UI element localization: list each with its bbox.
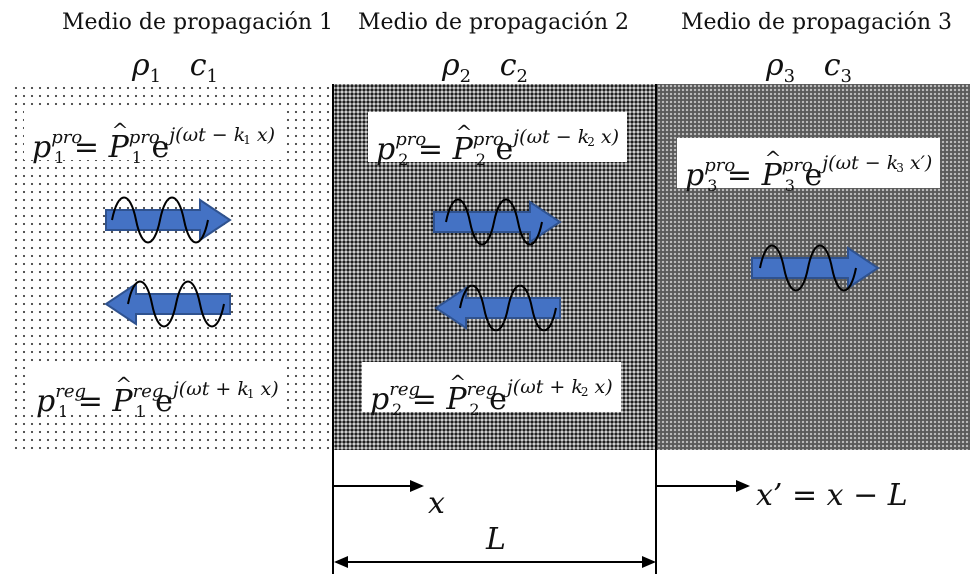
medium-3-title: Medio de propagación 3	[681, 10, 953, 35]
medium-3-progressive-equation: ppro3 = Ppro3 ej(ωt − k3 x′)	[677, 133, 941, 195]
right-wave-arrow-icon	[433, 198, 562, 246]
right-wave-arrow-icon	[751, 244, 880, 292]
medium-1-progressive-equation: ppro1 = Ppro1 ej(ωt − k1 x)	[24, 105, 284, 167]
x-prime-axis-label: x’ = x − L	[756, 478, 908, 513]
x-axis-label: x	[428, 486, 445, 521]
medium-1-params: ρ1 c1	[132, 48, 218, 87]
medium-2-progressive-equation: ppro2 = Ppro2 ej(ωt − k2 x)	[368, 107, 628, 169]
medium-2-params: ρ2 c2	[442, 48, 528, 87]
medium-2-regressive-equation: preg2 = Preg2 ej(ωt + k2 x)	[362, 357, 621, 419]
right-wave-arrow-icon	[105, 196, 232, 244]
medium-2-title: Medio de propagación 2	[358, 10, 630, 35]
length-label: L	[486, 522, 506, 557]
left-wave-arrow-icon	[104, 280, 231, 328]
left-wave-arrow-icon	[434, 284, 561, 332]
medium-3-params: ρ3 c3	[766, 48, 852, 87]
medium-1-title: Medio de propagación 1	[62, 10, 334, 35]
medium-1-regressive-equation: preg1 = Preg1 ej(ωt + k1 x)	[28, 359, 287, 421]
